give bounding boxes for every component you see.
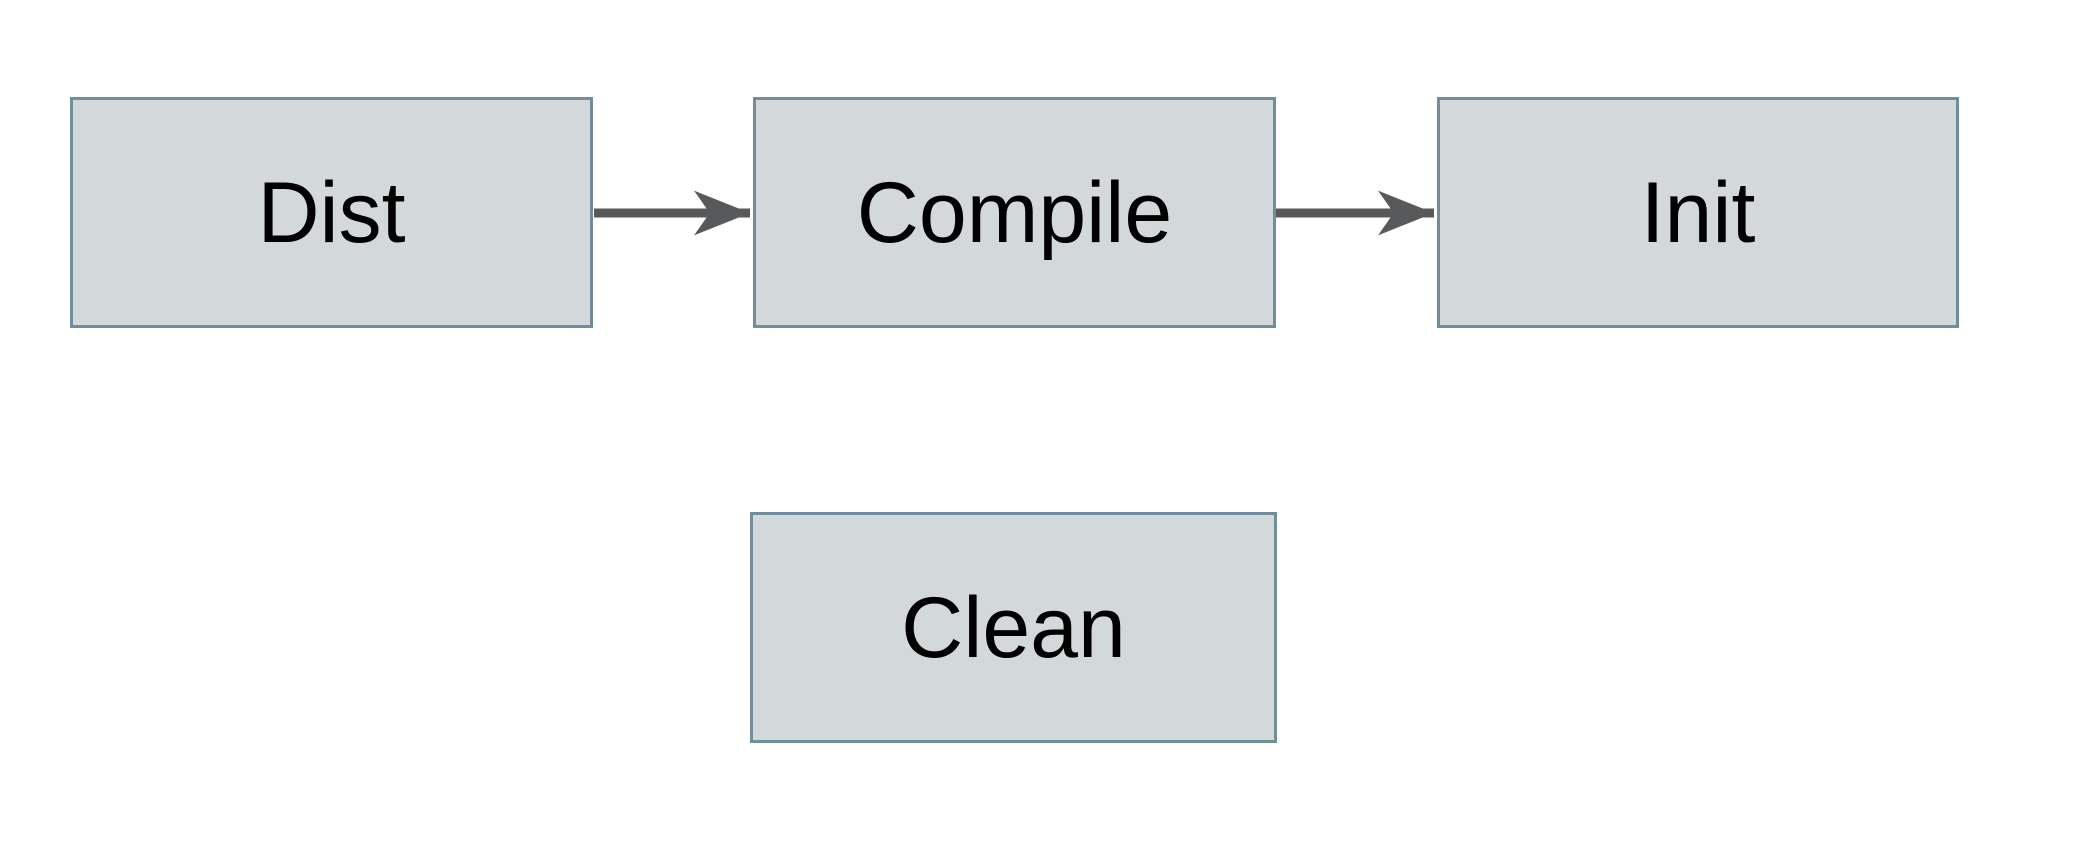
node-clean-label: Clean bbox=[901, 579, 1126, 676]
node-dist-label: Dist bbox=[257, 164, 406, 261]
node-compile[interactable]: Compile bbox=[753, 97, 1276, 328]
node-init[interactable]: Init bbox=[1437, 97, 1959, 328]
node-clean[interactable]: Clean bbox=[750, 512, 1277, 743]
node-dist[interactable]: Dist bbox=[70, 97, 593, 328]
node-init-label: Init bbox=[1640, 164, 1756, 261]
node-compile-label: Compile bbox=[856, 164, 1173, 261]
